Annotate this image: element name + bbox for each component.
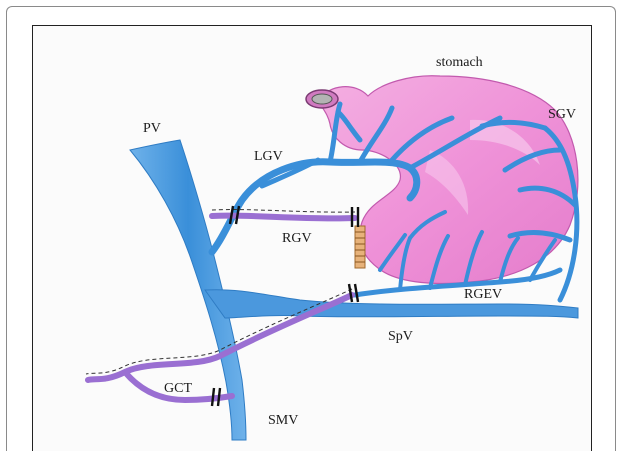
esophagus-lumen [312,94,332,104]
label-lgv: LGV [254,149,283,164]
splenic-vein [205,290,578,318]
label-rgv: RGV [282,231,312,246]
label-smv: SMV [268,413,298,428]
label-pv: PV [143,121,161,136]
rgv-graft [212,216,355,219]
label-rgev: RGEV [464,287,502,302]
label-sgv: SGV [548,107,576,122]
label-stomach: stomach [436,55,483,70]
label-gct: GCT [164,381,192,396]
label-spv: SpV [388,329,413,344]
